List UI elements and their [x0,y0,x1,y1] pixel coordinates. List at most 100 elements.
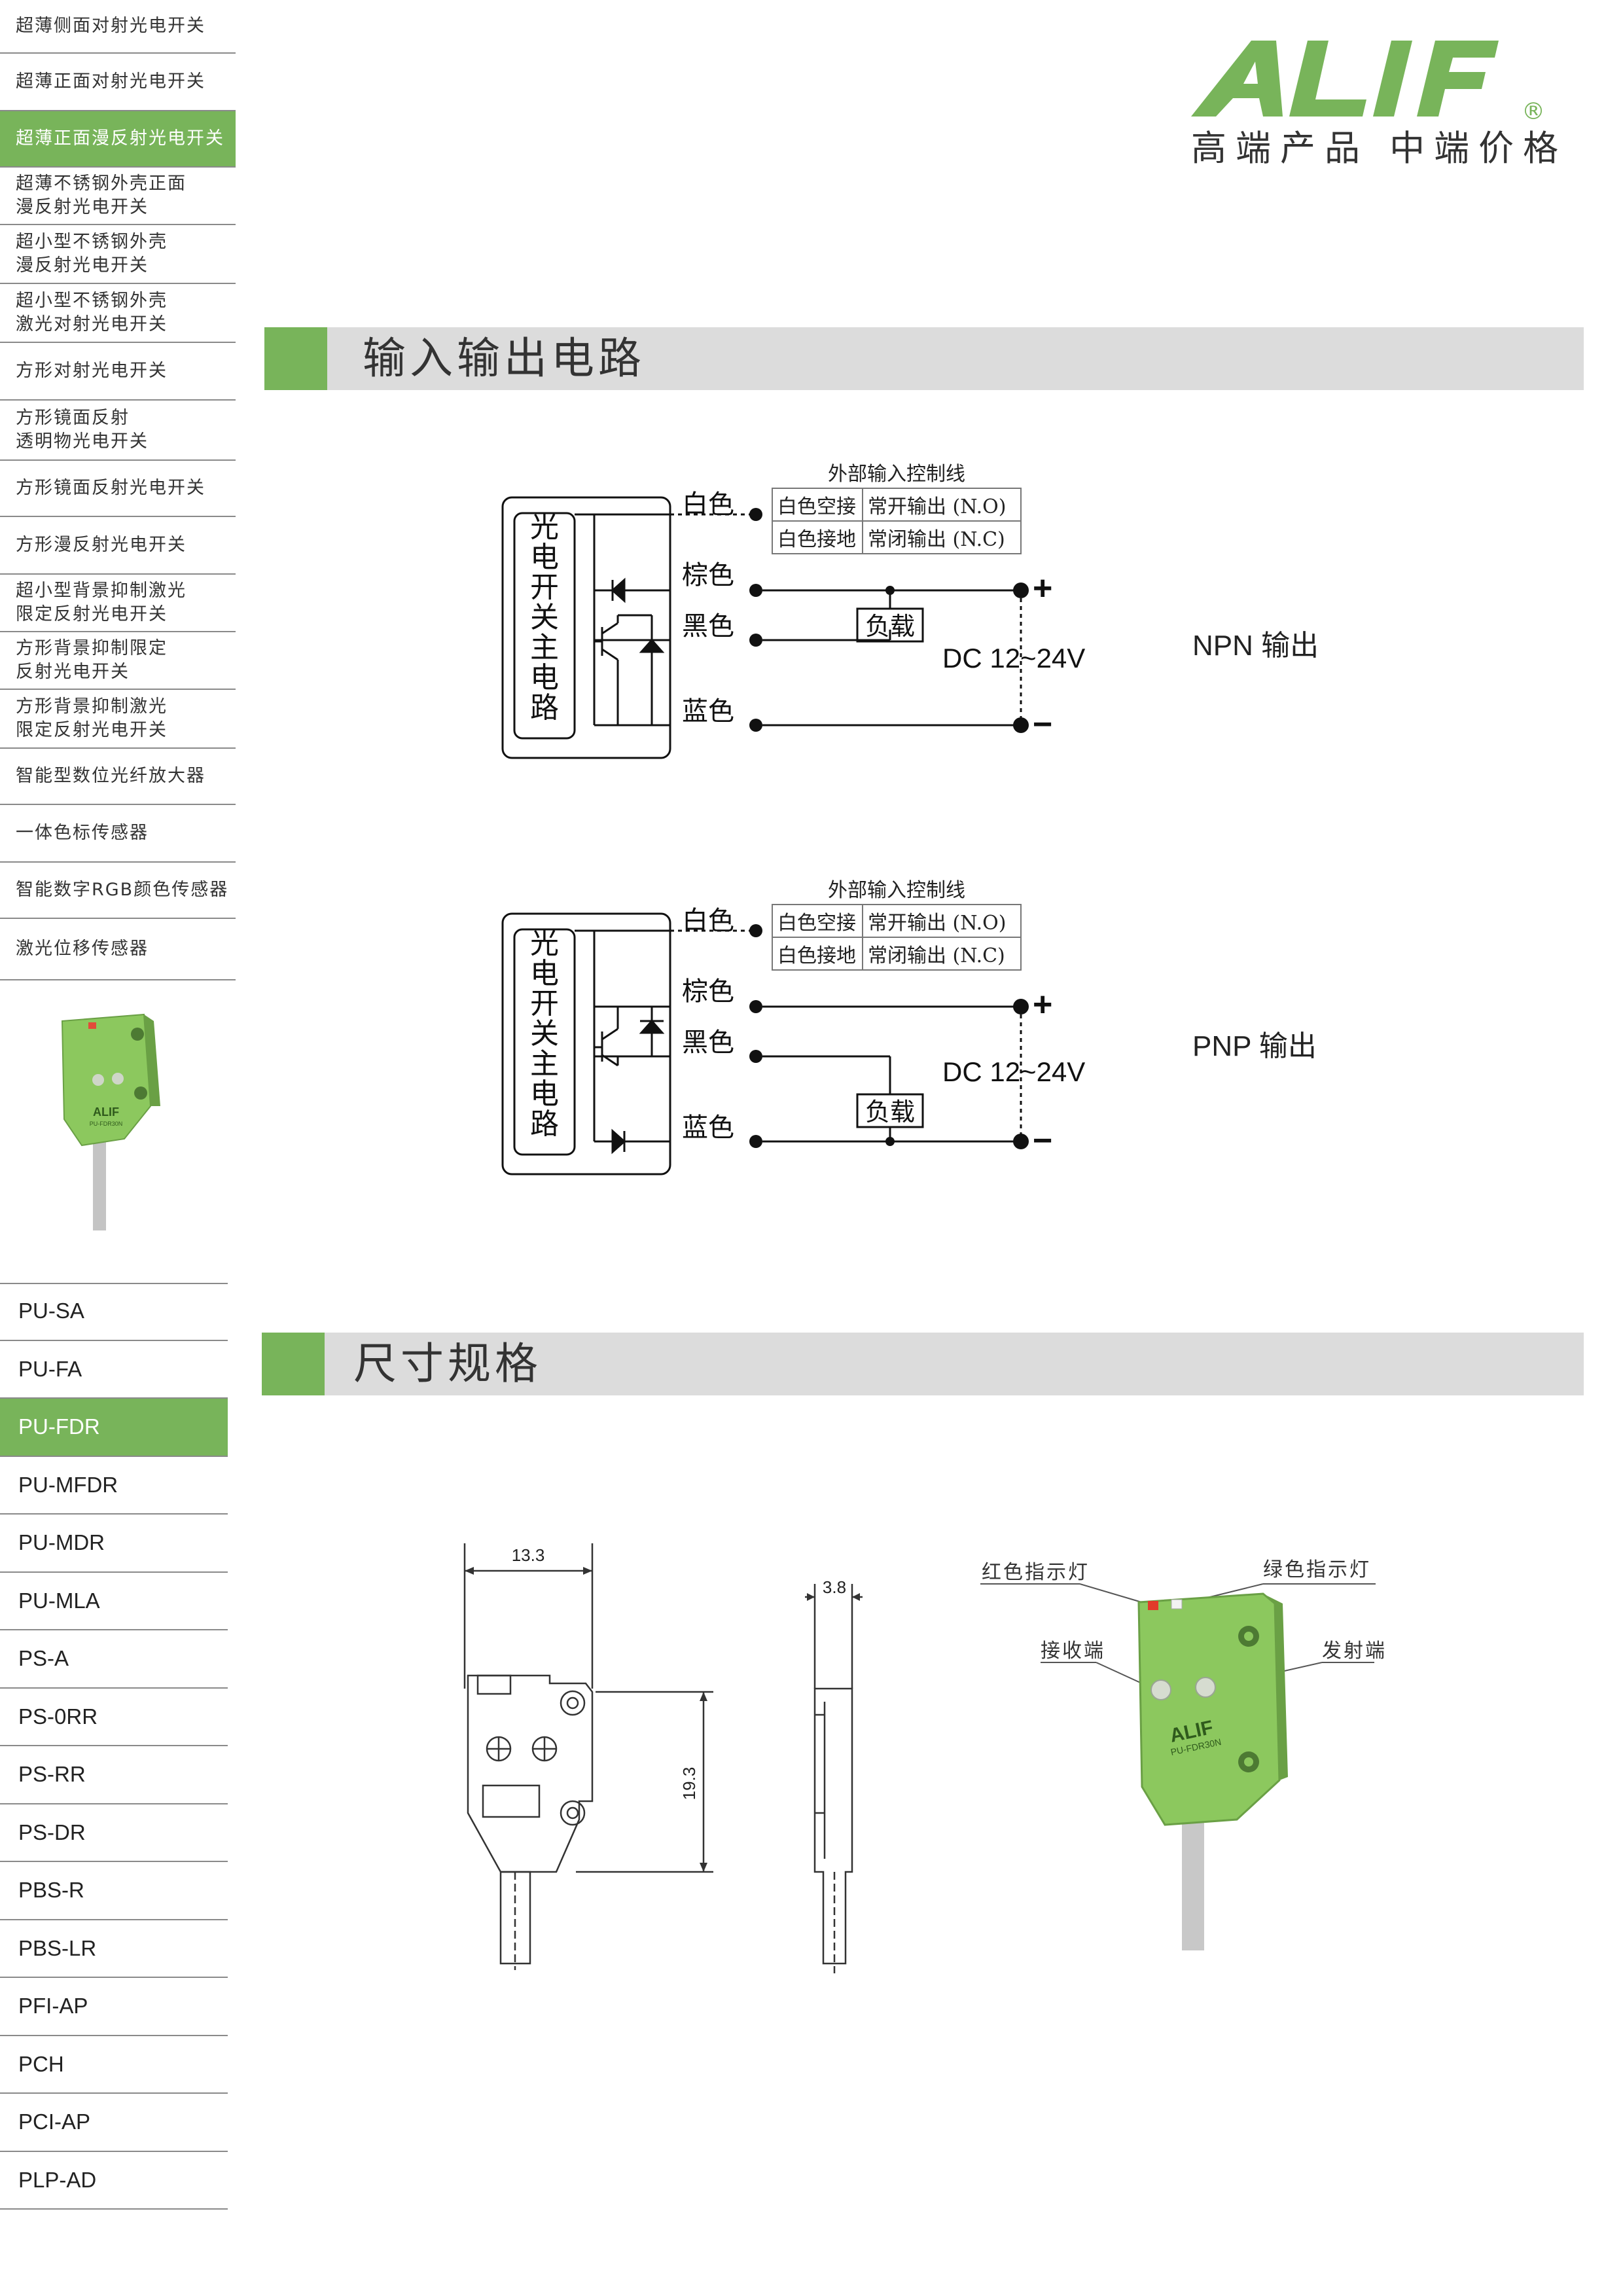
sidebar-model-label: PS-RR [18,1762,86,1787]
sidebar-model-label: PBS-LR [18,1935,97,1960]
sidebar-model-item[interactable]: PS-A [0,1630,228,1689]
wire-label: 棕色 [682,560,734,590]
section-dim-header: 尺寸规格 [262,1333,1584,1395]
thumb-led [88,1022,96,1029]
sidebar-model-label: PCH [18,2051,64,2076]
sidebar-category-label: 方形背景抑制限定 反射光电开关 [16,638,168,682]
sidebar-category-item[interactable]: 智能型数位光纤放大器 [0,749,236,805]
sidebar-category-item[interactable]: 超薄侧面对射光电开关 [0,0,236,54]
sidebar-category-item[interactable]: 方形镜面反射光电开关 [0,461,236,517]
minus-sign: − [1033,1122,1052,1160]
load-label: 负载 [865,612,915,641]
sidebar-model-item[interactable]: PCH [0,2036,228,2094]
sidebar-model-item[interactable]: PU-MFDR [0,1457,228,1515]
sidebar-category-label: 超薄侧面对射光电开关 [16,16,205,36]
sidebar-model-label: PS-DR [18,1820,86,1844]
side-dimension-drawing: 3.8 [805,1577,863,1973]
sidebar-model-item[interactable]: PU-SA [0,1283,228,1341]
sidebar-category-item[interactable]: 超薄正面漫反射光电开关 [0,111,236,168]
product-thumbnail: ALIF PU-FDR30N [61,1013,160,1230]
sidebar-category-item[interactable]: 方形漫反射光电开关 [0,517,236,575]
npn-circuit-diagram: 光电开关主电路负载白色棕色黑色蓝色外部输入控制线白色空接常开输出 (N.O)白色… [501,463,1085,759]
dim-width-value: 13.3 [512,1545,545,1565]
emitter-label: 发射端 [1322,1640,1387,1662]
sidebar-model-label: PU-MLA [18,1588,100,1613]
section-io-header: 输入输出电路 [264,327,1584,390]
ext-control-condition: 白色空接 [777,912,856,935]
sidebar-category-item[interactable]: 超薄正面对射光电开关 [0,54,236,111]
npn-label: NPN 输出 [1192,630,1319,662]
section-io-title: 输入输出电路 [363,333,645,384]
sidebar-model-item[interactable]: PS-0RR [0,1689,228,1746]
wire-label: 蓝色 [682,696,734,726]
sidebar-category-label: 超小型背景抑制激光 限定反射光电开关 [16,581,187,624]
receiver-lens [1150,1679,1171,1700]
sidebar-category-label: 一体色标传感器 [16,823,149,843]
sidebar-category-item[interactable]: 超小型不锈钢外壳 激光对射光电开关 [0,284,236,343]
product-body [1137,1592,1281,1826]
minus-sign: − [1033,706,1052,744]
sidebar-category-item[interactable]: 超小型背景抑制激光 限定反射光电开关 [0,575,236,632]
sidebar-category-label: 方形对射光电开关 [16,361,168,381]
red-led-dot [1148,1601,1158,1610]
section-accent [264,327,327,390]
ext-control-output: 常闭输出 (N.C) [868,528,1005,551]
logo-letter-l [1289,41,1366,117]
sidebar-category-label: 方形镜面反射 透明物光电开关 [16,408,149,452]
wire-label: 黑色 [682,611,734,641]
thumb-model: PU-FDR30N [90,1121,123,1127]
ext-control-output: 常闭输出 (N.C) [868,944,1005,967]
sidebar-category-item[interactable]: 方形背景抑制限定 反射光电开关 [0,632,236,690]
sidebar-model-item[interactable]: PS-DR [0,1804,228,1862]
sidebar-model-item[interactable]: PBS-LR [0,1920,228,1978]
sidebar-category-label: 超薄正面对射光电开关 [16,71,205,92]
section-accent [262,1333,325,1395]
sidebar-category-item[interactable]: 方形镜面反射 透明物光电开关 [0,401,236,461]
ext-control-condition: 白色接地 [777,944,856,967]
sidebar-category-item[interactable]: 方形背景抑制激光 限定反射光电开关 [0,690,236,749]
emitter-lens [1195,1677,1216,1698]
voltage-label: DC 12~24V [942,1056,1085,1087]
sidebar-model-label: PU-MDR [18,1530,105,1555]
sidebar-model-label: PU-FA [18,1356,82,1381]
sidebar-category-item[interactable]: 超薄不锈钢外壳正面 漫反射光电开关 [0,168,236,225]
ext-control-output: 常开输出 (N.O) [868,495,1006,518]
sidebar-category-item[interactable]: 激光位移传感器 [0,919,236,980]
sidebar-category-label: 激光位移传感器 [16,939,149,959]
sidebar-category-label: 智能型数位光纤放大器 [16,766,205,786]
sidebar-category-label: 方形漫反射光电开关 [16,535,187,555]
sidebar-model-item[interactable]: PBS-R [0,1862,228,1920]
logo-letter-f [1417,41,1499,117]
sidebar-model-label: PS-0RR [18,1704,98,1729]
sidebar-model-item[interactable]: PLP-AD [0,2152,228,2210]
section-dim-title: 尺寸规格 [353,1338,542,1389]
sidebar-model-label: PFI-AP [18,1994,88,2018]
main-circuit-label: 光电开关主电路 [530,511,559,725]
plus-sign: + [1033,986,1052,1024]
sidebar-category-item[interactable]: 超小型不锈钢外壳 漫反射光电开关 [0,225,236,284]
sidebar-category-item[interactable]: 一体色标传感器 [0,805,236,863]
sidebar-model-item[interactable]: PU-FA [0,1341,228,1399]
ext-control-condition: 白色接地 [777,528,856,551]
dim-height-value: 19.3 [679,1767,699,1801]
sidebar-model-item[interactable]: PU-MDR [0,1515,228,1573]
logo-letter-a [1191,41,1283,117]
sidebar-model-item[interactable]: PU-MLA [0,1573,228,1630]
sidebar-model-item[interactable]: PU-FDR [0,1399,228,1457]
sidebar-model-item[interactable]: PS-RR [0,1746,228,1804]
ext-control-title: 外部输入控制线 [828,463,965,486]
logo-letter-i [1373,41,1412,117]
ext-control-title: 外部输入控制线 [828,879,965,902]
wire-label: 黑色 [682,1028,734,1058]
sidebar-category-item[interactable]: 方形对射光电开关 [0,343,236,401]
sidebar-category-label: 超薄不锈钢外壳正面 漫反射光电开关 [16,173,187,217]
voltage-label: DC 12~24V [942,643,1085,673]
sidebar-category-item[interactable]: 智能数字RGB颜色传感器 [0,863,236,919]
sidebar-model-label: PCI-AP [18,2109,91,2134]
sidebar-model-item[interactable]: PFI-AP [0,1978,228,2036]
sidebar-model-item[interactable]: PCI-AP [0,2094,228,2152]
thumb-cable [93,1132,106,1230]
sidebar-category-label: 超小型不锈钢外壳 漫反射光电开关 [16,232,168,276]
load-label: 负载 [865,1098,915,1126]
dim-thickness-value: 3.8 [823,1577,846,1597]
